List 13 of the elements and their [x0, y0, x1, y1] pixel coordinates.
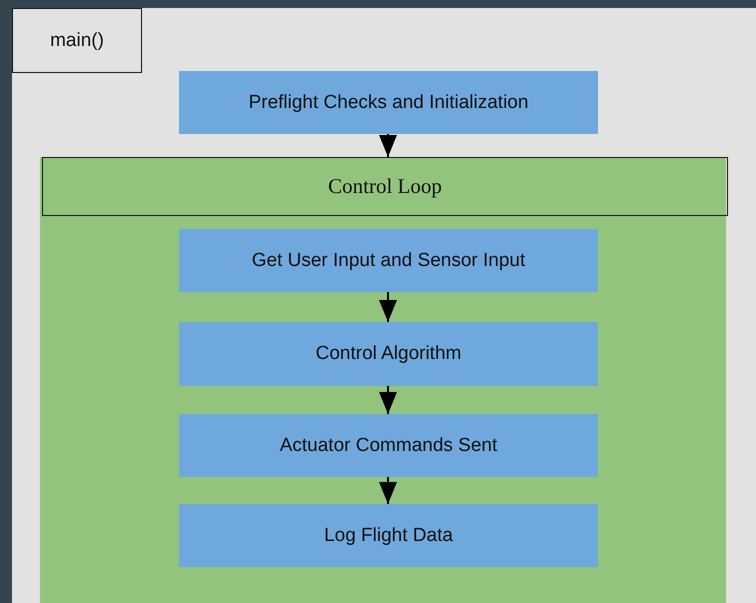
process-box: Preflight Checks and Initialization — [179, 71, 598, 134]
arrow — [379, 477, 397, 504]
function-label: main() — [12, 8, 142, 73]
loop-container — [40, 157, 726, 603]
arrow — [379, 134, 397, 157]
process-box: Control Algorithm — [179, 322, 598, 386]
process-box: Get User Input and Sensor Input — [179, 229, 598, 292]
process-box: Log Flight Data — [179, 504, 598, 567]
arrow — [379, 386, 397, 414]
process-box: Actuator Commands Sent — [179, 414, 598, 477]
function-panel — [12, 8, 756, 603]
arrow — [379, 292, 397, 322]
loop-heading: Control Loop — [42, 157, 728, 216]
